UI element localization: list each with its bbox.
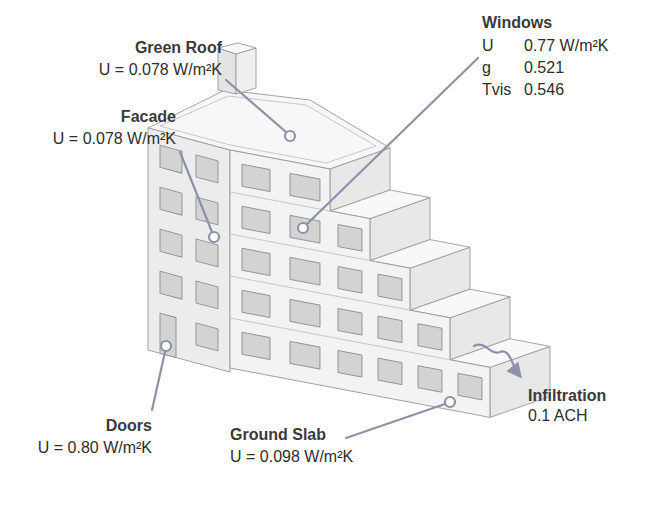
window bbox=[338, 225, 362, 252]
leader-dot bbox=[285, 131, 295, 141]
leader-line bbox=[152, 352, 165, 410]
callout-value: 0.521 bbox=[524, 58, 564, 78]
callout-title: Doors bbox=[106, 416, 152, 436]
window bbox=[418, 324, 442, 351]
window bbox=[290, 257, 320, 285]
callout-value: Tvis bbox=[482, 80, 511, 100]
window bbox=[338, 351, 362, 378]
leader-dot bbox=[298, 223, 308, 233]
window bbox=[160, 229, 182, 257]
window bbox=[290, 299, 320, 327]
callout-value: g bbox=[482, 58, 491, 78]
window bbox=[242, 164, 270, 191]
leader-line bbox=[180, 152, 212, 232]
window bbox=[196, 323, 218, 351]
callout-value: U = 0.80 W/m²K bbox=[38, 438, 152, 458]
leader-dot bbox=[161, 341, 171, 351]
callout-value: U bbox=[482, 36, 494, 56]
callout-title: Infiltration bbox=[528, 386, 606, 406]
leader-dot bbox=[445, 397, 455, 407]
window bbox=[290, 341, 320, 369]
callout-value: 0.546 bbox=[524, 80, 564, 100]
callout-value: U = 0.078 W/m²K bbox=[53, 129, 176, 149]
callout-title: Green Roof bbox=[135, 38, 222, 58]
facade-front bbox=[230, 150, 490, 417]
door bbox=[160, 313, 176, 357]
window bbox=[290, 215, 320, 243]
callout-value: U = 0.098 W/m²K bbox=[230, 447, 353, 467]
window bbox=[160, 145, 182, 173]
window bbox=[196, 239, 218, 267]
window bbox=[242, 206, 270, 233]
window bbox=[290, 173, 320, 201]
window bbox=[378, 316, 402, 343]
window bbox=[196, 155, 218, 183]
chimney-top bbox=[218, 43, 256, 54]
window bbox=[338, 267, 362, 294]
callout-value: U = 0.078 W/m²K bbox=[99, 60, 222, 80]
window bbox=[160, 187, 182, 215]
callout-value: 0.1 ACH bbox=[528, 406, 588, 426]
chimney-front bbox=[236, 48, 256, 94]
leader-dot bbox=[209, 232, 219, 242]
window bbox=[196, 281, 218, 309]
window bbox=[242, 332, 270, 359]
window bbox=[378, 358, 402, 385]
window bbox=[418, 366, 442, 393]
window bbox=[242, 290, 270, 317]
window bbox=[458, 373, 482, 400]
window bbox=[160, 271, 182, 299]
callout-title: Ground Slab bbox=[230, 425, 326, 445]
window bbox=[378, 274, 402, 301]
window bbox=[242, 248, 270, 275]
callout-value: 0.77 W/m²K bbox=[524, 36, 608, 56]
facade-left bbox=[148, 128, 230, 372]
callout-title: Facade bbox=[121, 107, 176, 127]
window bbox=[338, 309, 362, 336]
leader-line bbox=[226, 80, 286, 132]
callout-title: Windows bbox=[482, 13, 552, 33]
leader-line bbox=[307, 58, 478, 224]
leader-line bbox=[346, 404, 445, 438]
infiltration-arrow bbox=[474, 345, 520, 376]
